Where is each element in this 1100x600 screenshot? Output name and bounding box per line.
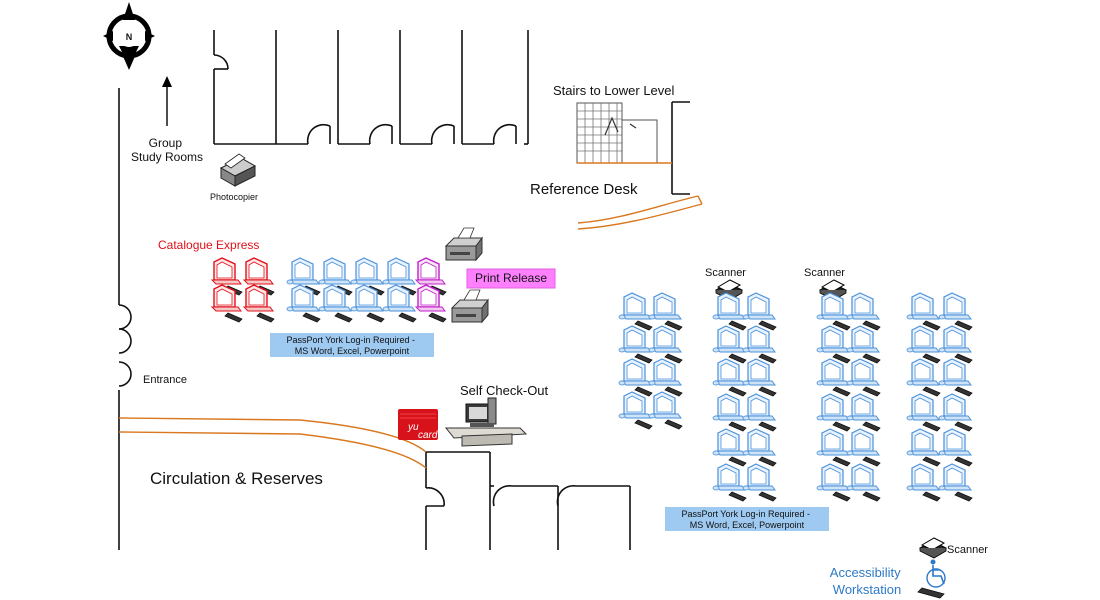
- computer-icon: [618, 391, 653, 430]
- computer-icon: [618, 358, 653, 397]
- computer-icon: [938, 292, 973, 331]
- arrow-up-icon: [162, 76, 172, 126]
- computer-icon: [846, 325, 881, 364]
- computer-icon: [742, 292, 777, 331]
- computer-icon: [906, 463, 941, 502]
- scanner-icon: [919, 537, 947, 559]
- computer-icon: [938, 393, 973, 432]
- stairs-icon: [576, 102, 672, 164]
- compass-north-label: N: [126, 32, 133, 42]
- computer-icon: [906, 393, 941, 432]
- entrance-label: Entrance: [143, 374, 187, 386]
- computer-icon: [816, 358, 851, 397]
- catalogue-express-label: Catalogue Express: [158, 238, 259, 252]
- reference-desk-counter: [577, 195, 703, 230]
- computer-icon: [712, 325, 747, 364]
- catalogue-express-computers: [211, 257, 275, 323]
- computer-icon: [618, 325, 653, 364]
- computer-icon: [742, 393, 777, 432]
- print-release-label: Print Release: [475, 271, 547, 285]
- print-release-computers: [415, 257, 447, 323]
- checkout-station-icon: [444, 397, 528, 447]
- stairs-label: Stairs to Lower Level: [553, 83, 675, 98]
- computer-icon: [906, 428, 941, 467]
- computer-icon: [712, 393, 747, 432]
- computer-icon: [846, 358, 881, 397]
- reference-desk-label: Reference Desk: [530, 181, 638, 198]
- photocopier-icon: [219, 153, 257, 187]
- passport-label-2: PassPort York Log-in Required - MS Word,…: [681, 509, 812, 530]
- computer-icon: [906, 292, 941, 331]
- walls: [118, 30, 690, 550]
- computer-icon: [938, 428, 973, 467]
- computer-icon: [846, 463, 881, 502]
- computer-icon: [846, 393, 881, 432]
- wheelchair-icon: [917, 559, 946, 599]
- computer-icon: [816, 325, 851, 364]
- computer-icon: [938, 463, 973, 502]
- photocopier-label: Photocopier: [210, 192, 258, 202]
- computer-icon: [648, 391, 683, 430]
- computer-icon: [816, 428, 851, 467]
- scanner-label-1: Scanner: [705, 267, 746, 279]
- passport-label-1: PassPort York Log-in Required - MS Word,…: [286, 335, 417, 356]
- printer-icon: [451, 289, 489, 323]
- passport-box-2: PassPort York Log-in Required - MS Word,…: [665, 507, 829, 531]
- workstation-computers-west: [286, 257, 417, 323]
- yucard-text-yu: yu: [407, 422, 419, 433]
- computer-icon: [742, 463, 777, 502]
- compass-icon: N: [103, 2, 155, 70]
- circulation-desk-counter: [118, 417, 427, 469]
- computer-icon: [618, 292, 653, 331]
- workstation-computers-east: [618, 292, 973, 502]
- computer-icon: [712, 358, 747, 397]
- computer-icon: [742, 358, 777, 397]
- computer-icon: [816, 463, 851, 502]
- passport-box-1: PassPort York Log-in Required - MS Word,…: [270, 333, 434, 357]
- computer-icon: [906, 325, 941, 364]
- computer-icon: [742, 325, 777, 364]
- self-checkout-label: Self Check-Out: [460, 383, 549, 398]
- computer-icon: [648, 325, 683, 364]
- yucard-text-card: card: [418, 430, 438, 441]
- group-study-label: Group Study Rooms: [131, 136, 203, 164]
- computer-icon: [846, 428, 881, 467]
- computer-icon: [938, 358, 973, 397]
- yucard-icon: yu card: [398, 409, 438, 441]
- computer-icon: [712, 428, 747, 467]
- computer-icon: [742, 428, 777, 467]
- circulation-label: Circulation & Reserves: [150, 469, 323, 488]
- computer-icon: [712, 463, 747, 502]
- printer-icon: [445, 227, 483, 261]
- accessibility-label: Accessibility Workstation: [830, 565, 904, 597]
- scanner-label-3: Scanner: [947, 544, 988, 556]
- computer-icon: [712, 292, 747, 331]
- computer-icon: [906, 358, 941, 397]
- scanner-label-2: Scanner: [804, 267, 845, 279]
- computer-icon: [648, 358, 683, 397]
- print-release-box: Print Release: [466, 268, 556, 289]
- computer-icon: [816, 292, 851, 331]
- computer-icon: [648, 292, 683, 331]
- computer-icon: [816, 393, 851, 432]
- computer-icon: [938, 325, 973, 364]
- computer-icon: [846, 292, 881, 331]
